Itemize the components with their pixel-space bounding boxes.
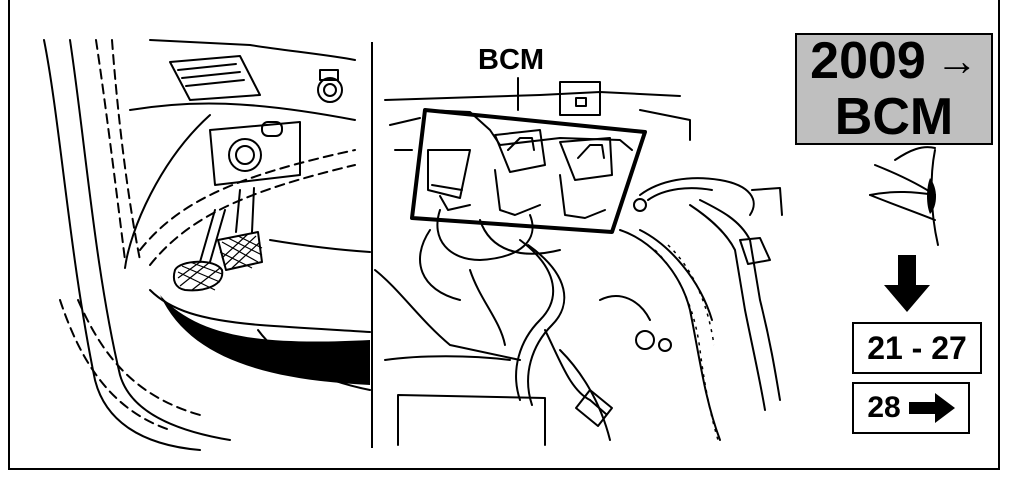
model-year: 2009 (810, 32, 926, 90)
module-name: BCM (834, 88, 954, 146)
bcm-detail-illustration (374, 77, 783, 446)
bcm-callout-label: BCM (478, 44, 545, 76)
arrow-right-icon (908, 393, 955, 423)
diagram-frame (8, 0, 1000, 470)
arrow-right-icon: → (935, 37, 978, 84)
step-range-box: 21 - 27 (852, 322, 982, 374)
step-range: 21 - 27 (867, 329, 967, 366)
next-step-box: 28 (852, 382, 970, 434)
year-module-badge: 2009 → BCM (795, 33, 993, 145)
footwell-overview-illustration (43, 39, 371, 451)
panel-divider (371, 42, 373, 448)
next-step: 28 (867, 391, 901, 424)
